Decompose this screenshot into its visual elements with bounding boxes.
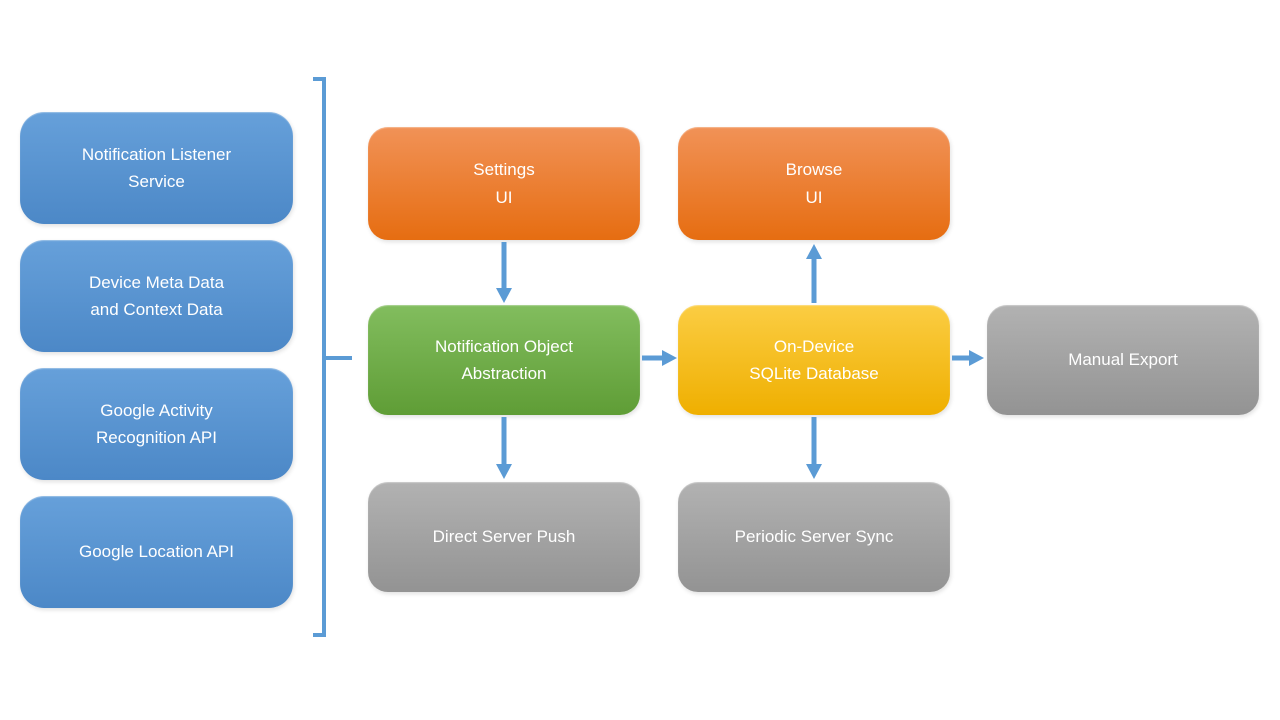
node-on-device-sqlite-database: On-Device SQLite Database — [678, 305, 950, 415]
node-notification-listener-service: Notification Listener Service — [20, 112, 293, 224]
connector-settings-to-abstraction — [496, 242, 512, 303]
node-notification-object-abstraction: Notification Object Abstraction — [368, 305, 640, 415]
node-label: Manual Export — [1068, 350, 1178, 370]
connector-abstraction-to-push — [496, 417, 512, 479]
node-label: Direct Server Push — [432, 527, 576, 547]
connector-abstraction-to-database — [642, 350, 677, 366]
node-label: Notification Object Abstraction — [435, 336, 573, 383]
node-google-activity-recognition-api: Google Activity Recognition API — [20, 368, 293, 480]
node-browse-ui: Browse UI — [678, 127, 950, 240]
node-label: Google Location API — [78, 542, 234, 562]
node-label: Browse UI — [785, 160, 843, 207]
node-label: Periodic Server Sync — [734, 527, 894, 547]
node-manual-export: Manual Export — [987, 305, 1259, 415]
node-label: Settings UI — [473, 160, 535, 207]
node-device-meta-context-data: Device Meta Data and Context Data — [20, 240, 293, 352]
connector-database-to-export — [952, 350, 984, 366]
connector-database-to-browse — [806, 244, 822, 303]
node-label: Device Meta Data and Context Data — [88, 272, 225, 319]
node-direct-server-push: Direct Server Push — [368, 482, 640, 592]
node-label: Notification Listener Service — [81, 144, 232, 191]
node-google-location-api: Google Location API — [20, 496, 293, 608]
node-label: Google Activity Recognition API — [96, 400, 217, 447]
node-periodic-server-sync: Periodic Server Sync — [678, 482, 950, 592]
node-label: On-Device SQLite Database — [749, 336, 879, 383]
source-group-bracket — [313, 77, 352, 637]
connector-database-to-sync — [806, 417, 822, 479]
node-settings-ui: Settings UI — [368, 127, 640, 240]
